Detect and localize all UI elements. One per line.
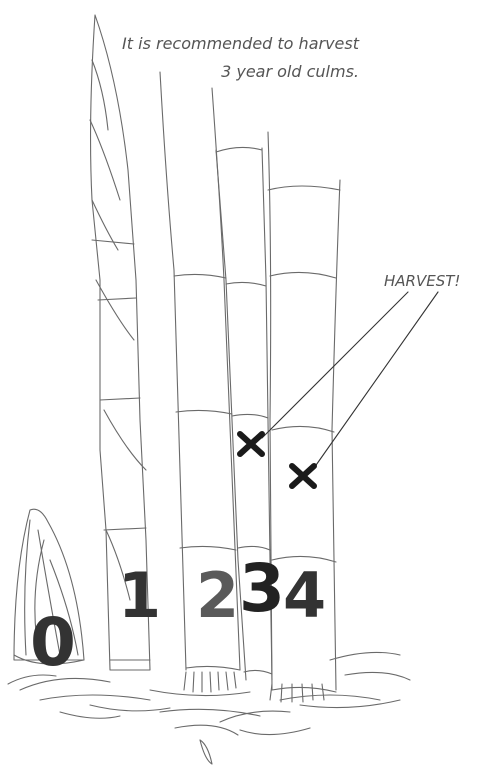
culm-number-0: 0: [30, 610, 76, 676]
harvest-label: HARVEST!: [384, 272, 460, 290]
harvest-leader-lines: [262, 292, 438, 468]
harvest-x-mark: [240, 434, 262, 454]
recommendation-note: It is recommended to harvest 3 year old …: [119, 30, 359, 86]
harvest-x-marks: [240, 434, 314, 486]
culm-number-3: 3: [239, 556, 285, 622]
harvest-x-mark: [292, 466, 314, 486]
culm-number-2: 2: [196, 565, 239, 627]
culm-number-4: 4: [283, 565, 326, 627]
culm-number-1: 1: [118, 565, 161, 627]
